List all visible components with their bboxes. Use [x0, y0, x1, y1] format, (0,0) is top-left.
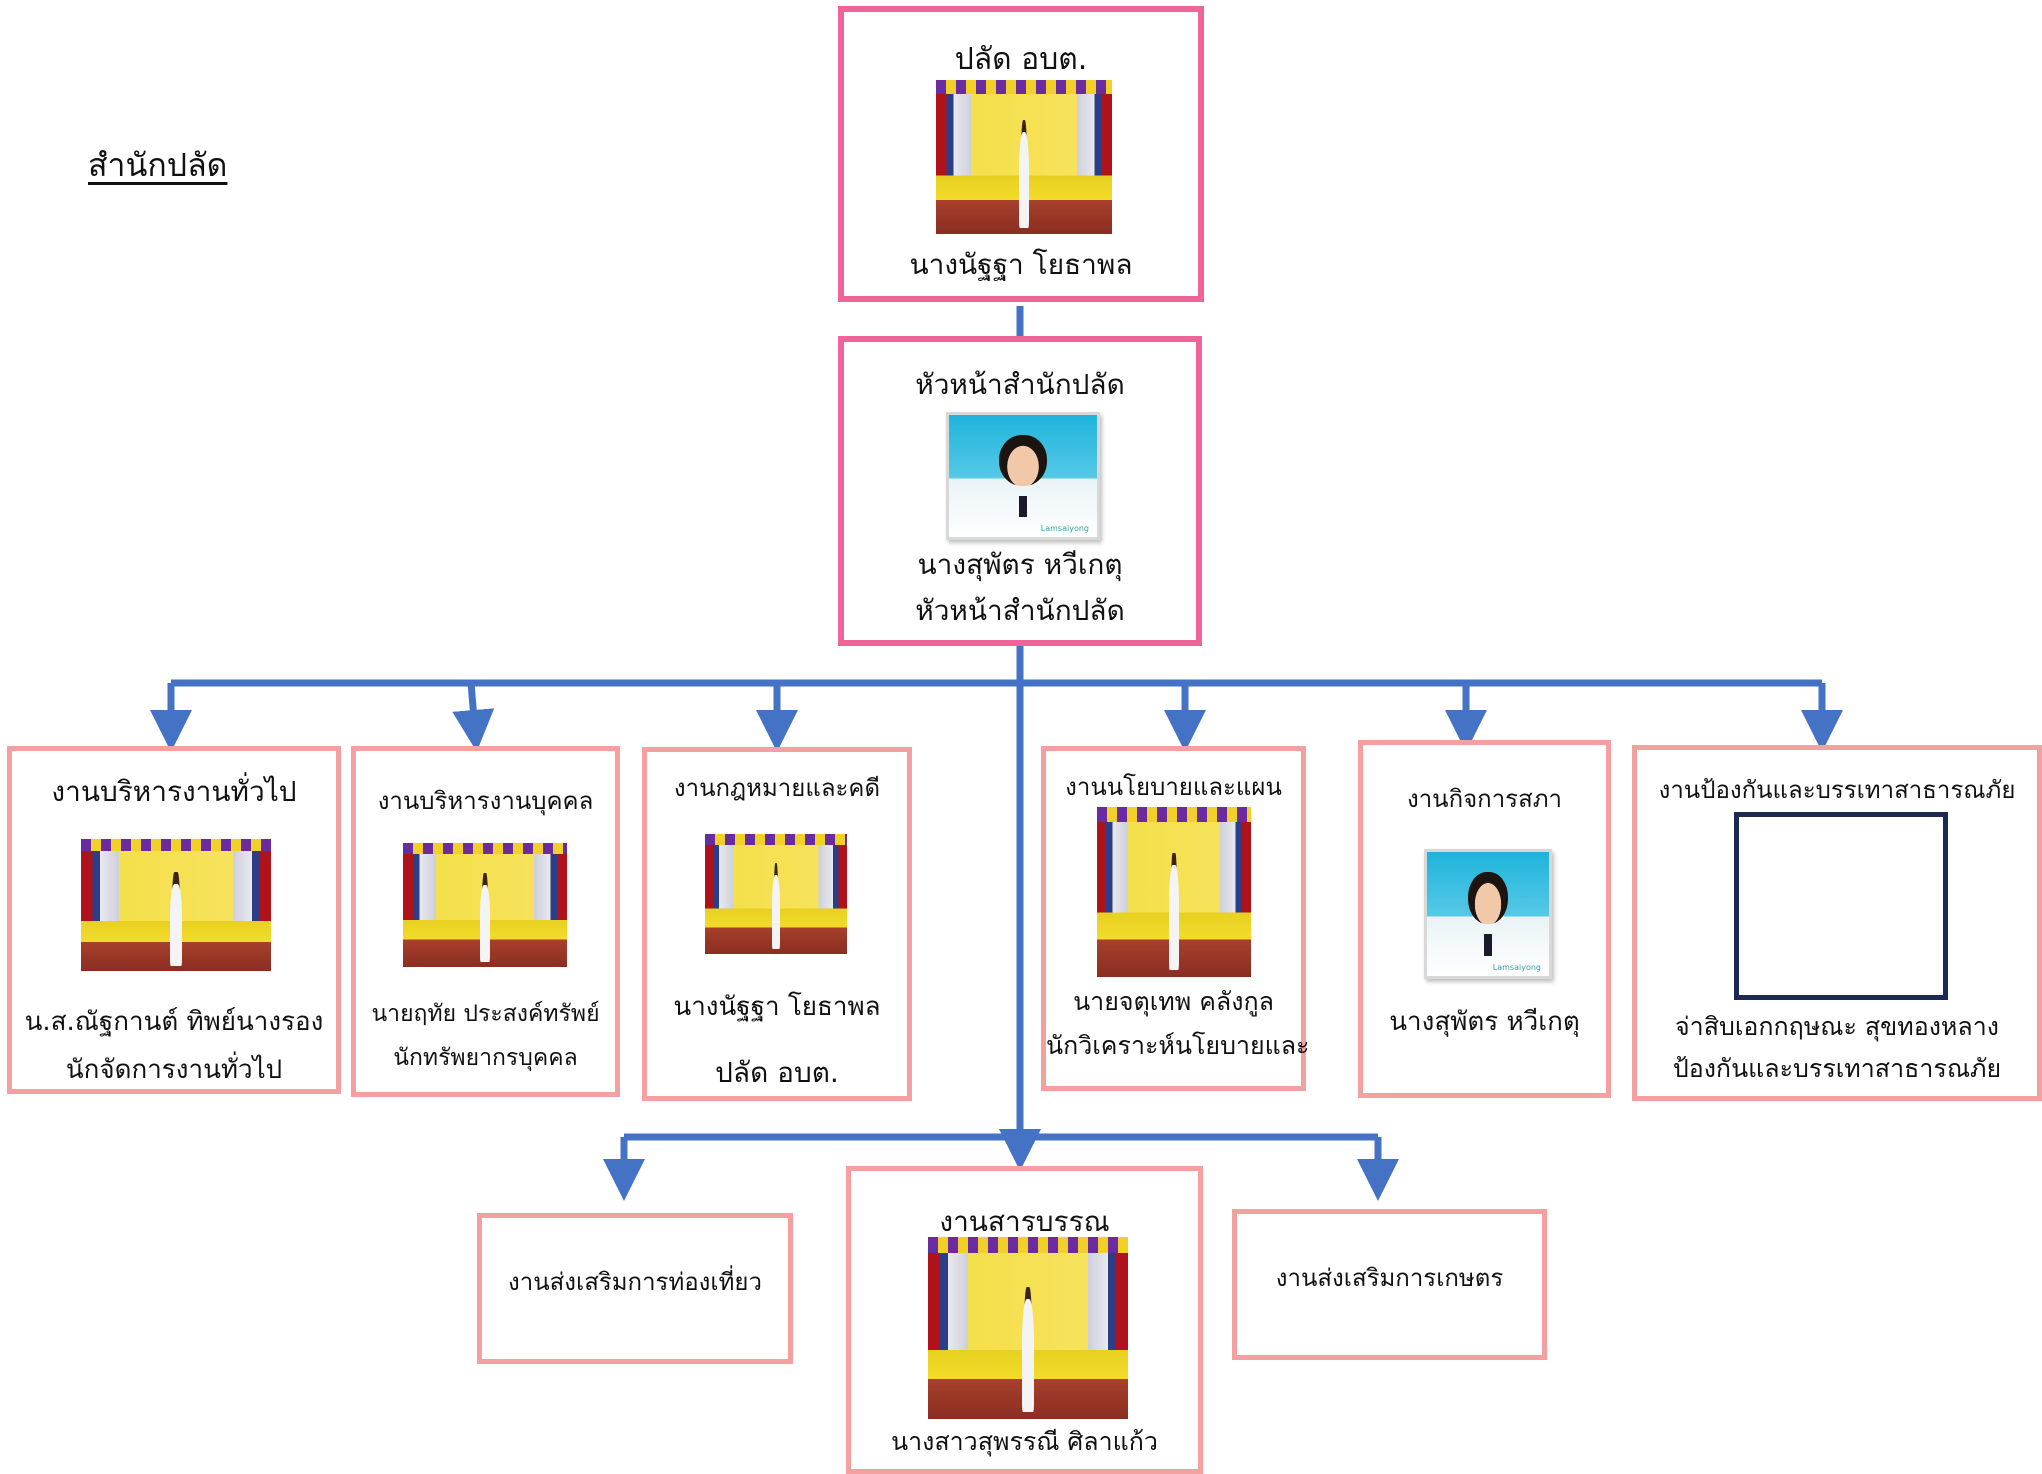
chief-name: นางนัฐฐา โยธาพล [909, 248, 1133, 281]
lower-unit-staff-name: นางสาวสุพรรณี ศิลาแก้ว [891, 1427, 1158, 1456]
unit-staff-name: นายจตุเทพ คลังกูล [1073, 987, 1274, 1016]
lower-unit-box-correspondence: งานสารบรรณ นางสาวสุพรรณี ศิลาแก้ว [846, 1166, 1203, 1474]
unit-staff-name: นายฤทัย ประสงค์ทรัพย์ [371, 1001, 600, 1027]
chief-box: ปลัด อบต. นางนัฐฐา โยธาพล [838, 6, 1204, 302]
unit-photo-watermark: Lamsaiyong [1492, 963, 1541, 972]
unit-photo-placeholder [1734, 812, 1948, 1000]
section-title: สำนักปลัด [88, 146, 228, 184]
unit-title: งานนโยบายและแผน [1065, 773, 1282, 801]
lower-unit-box-agriculture: งานส่งเสริมการเกษตร [1232, 1209, 1547, 1360]
unit-photo [403, 843, 567, 967]
unit-box-legal: งานกฎหมายและคดี นางนัฐฐา โยธาพล ปลัด อบต… [642, 747, 912, 1101]
head-box: หัวหน้าสำนักปลัด Lamsaiyong นางสุพัตร หว… [838, 336, 1202, 646]
unit-staff-position: นักจัดการงานทั่วไป [65, 1055, 283, 1085]
unit-title: งานป้องกันและบรรเทาสาธารณภัย [1658, 776, 2016, 804]
unit-box-council: งานกิจการสภา Lamsaiyong นางสุพัตร หวีเกต… [1358, 740, 1611, 1098]
head-photo: Lamsaiyong [946, 412, 1100, 540]
chief-title: ปลัด อบต. [954, 42, 1088, 77]
unit-box-personnel: งานบริหารงานบุคคล นายฤทัย ประสงค์ทรัพย์ … [351, 746, 620, 1097]
lower-unit-title: งานส่งเสริมการท่องเที่ยว [508, 1268, 762, 1296]
unit-photo [81, 839, 271, 971]
unit-staff-position: ปลัด อบต. [715, 1056, 839, 1089]
unit-photo [1097, 807, 1251, 977]
unit-box-policy-plan: งานนโยบายและแผน นายจตุเทพ คลังกูล นักวิเ… [1041, 746, 1310, 1091]
lower-unit-title: งานส่งเสริมการเกษตร [1275, 1264, 1504, 1292]
unit-staff-position: ป้องกันและบรรเทาสาธารณภัย [1672, 1054, 2002, 1083]
head-position: หัวหน้าสำนักปลัด [915, 594, 1125, 627]
unit-box-general-admin: งานบริหารงานทั่วไป น.ส.ณัฐกานต์ ทิพย์นาง… [7, 746, 341, 1094]
unit-staff-position: นักทรัพยากรบุคคล [393, 1045, 578, 1071]
unit-title: งานกฎหมายและคดี [673, 774, 881, 802]
unit-staff-name: น.ส.ณัฐกานต์ ทิพย์นางรอง [24, 1007, 324, 1037]
connector-to-unit-2 [452, 682, 495, 752]
unit-staff-name: นางสุพัตร หวีเกตุ [1389, 1007, 1580, 1037]
head-title: หัวหน้าสำนักปลัด [915, 368, 1125, 401]
unit-title: งานกิจการสภา [1406, 785, 1563, 813]
lower-unit-box-tourism: งานส่งเสริมการท่องเที่ยว [477, 1213, 793, 1364]
unit-staff-position: นักวิเคราะห์นโยบายและ [1046, 1031, 1310, 1060]
unit-staff-name: นางนัฐฐา โยธาพล [673, 992, 881, 1022]
lower-unit-photo [928, 1237, 1128, 1419]
unit-title: งานบริหารงานทั่วไป [51, 775, 297, 808]
unit-photo [705, 834, 847, 954]
unit-staff-name: จ่าสิบเอกกฤษณะ สุขทองหลาง [1675, 1012, 1999, 1041]
unit-photo: Lamsaiyong [1424, 849, 1552, 979]
lower-unit-title: งานสารบรรณ [939, 1205, 1110, 1238]
head-photo-watermark: Lamsaiyong [1040, 524, 1089, 533]
chief-photo [936, 80, 1112, 234]
head-name: นางสุพัตร หวีเกตุ [917, 548, 1123, 581]
unit-title: งานบริหารงานบุคคล [377, 787, 594, 815]
unit-box-disaster-prevention: งานป้องกันและบรรเทาสาธารณภัย จ่าสิบเอกกฤ… [1632, 745, 2042, 1101]
